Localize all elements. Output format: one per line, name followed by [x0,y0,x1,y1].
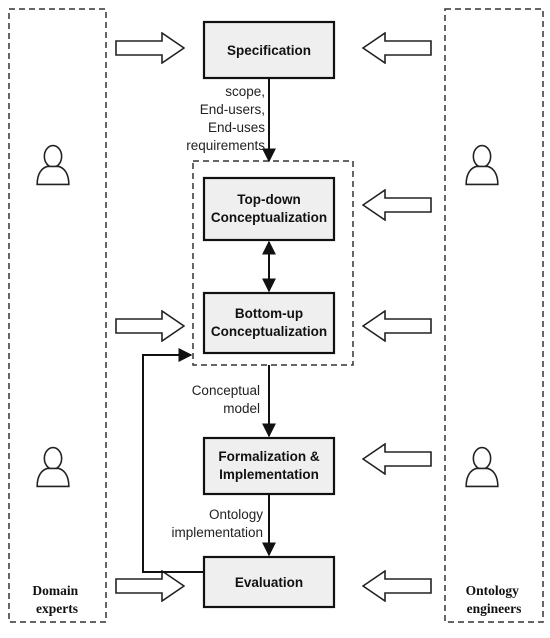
lane-label-line: Domain [32,583,78,598]
edge-label-line: Conceptual [192,383,260,398]
svg-text:Ontology: Ontology [209,507,263,522]
lane-label-line: engineers [467,601,522,616]
box-label-line: Formalization & [218,449,320,464]
spec-outputs-label: scope, End-users, End-uses requirements [186,84,265,153]
box-label-line: Conceptualization [211,210,327,225]
domain-experts-lane [8,8,107,623]
svg-text:Conceptual: Conceptual [192,383,260,398]
bottom-up-conceptualization-box: Bottom-up Conceptualization [202,291,336,355]
svg-text:scope,: scope, [225,84,265,99]
svg-text:Bottom-up: Bottom-up [235,306,303,321]
svg-text:model: model [223,401,260,416]
conceptual-model-label: Conceptual model [192,383,260,416]
edge-label-line: implementation [171,525,263,540]
svg-text:Implementation: Implementation [219,467,319,482]
svg-text:implementation: implementation [171,525,263,540]
svg-text:Specification: Specification [227,43,311,58]
svg-text:Evaluation: Evaluation [235,575,303,590]
evaluation-box: Evaluation [202,555,336,609]
domain-expert-icon [36,144,70,186]
feedback-arrow-evaluation-to-group [142,348,205,573]
lane-label-line: Ontology [466,583,520,598]
ontology-engineer-icon [465,446,499,488]
box-label-line: Conceptualization [211,324,327,339]
block-arrow-icon [362,310,432,342]
block-arrow-icon [362,189,432,221]
block-arrow-icon [362,570,432,602]
lane-label-line: experts [36,601,78,616]
ontology-engineer-icon [465,144,499,186]
svg-text:End-users,: End-users, [200,102,265,117]
svg-text:requirements: requirements [186,138,265,153]
edge-label-line: model [223,401,260,416]
ontology-implementation-label: Ontology implementation [171,507,263,540]
svg-text:Conceptualization: Conceptualization [211,210,327,225]
ontology-engineers-label: Ontology engineers [466,583,523,616]
block-arrow-icon [362,443,432,475]
edge-label-line: scope, [225,84,265,99]
domain-experts-label: Domain experts [32,583,81,616]
specification-box: Specification [202,20,336,80]
box-label-line: Bottom-up [235,306,303,321]
svg-text:Top-down: Top-down [237,192,300,207]
box-label-line: Top-down [237,192,300,207]
edge-label-line: End-users, [200,102,265,117]
block-arrow-icon [115,570,185,602]
box-label-line: Specification [227,43,311,58]
block-arrow-icon [115,310,185,342]
edge-label-line: Ontology [209,507,263,522]
ontology-engineers-lane [444,8,544,623]
top-down-conceptualization-box: Top-down Conceptualization [202,176,336,242]
box-label-line: Evaluation [235,575,303,590]
domain-expert-icon [36,446,70,488]
svg-text:Formalization &: Formalization & [218,449,320,464]
svg-text:End-uses: End-uses [208,120,265,135]
formalization-implementation-box: Formalization & Implementation [202,436,336,496]
edge-label-line: End-uses [208,120,265,135]
block-arrow-icon [115,32,185,64]
edge-label-line: requirements [186,138,265,153]
box-label-line: Implementation [219,467,319,482]
svg-text:Conceptualization: Conceptualization [211,324,327,339]
block-arrow-icon [362,32,432,64]
